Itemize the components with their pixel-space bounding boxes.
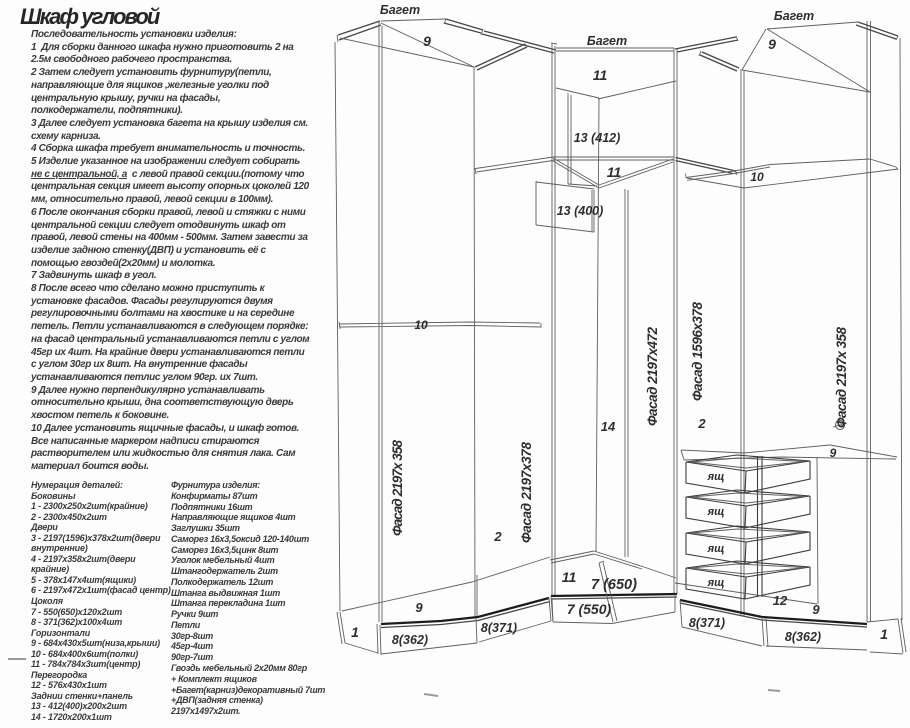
- svg-text:Багет: Багет: [380, 3, 420, 17]
- svg-text:13 (400): 13 (400): [557, 204, 604, 218]
- svg-text:Фасад 1596х378: Фасад 1596х378: [690, 302, 705, 401]
- svg-text:1: 1: [880, 626, 888, 642]
- svg-text:ящ: ящ: [707, 506, 725, 518]
- svg-text:Багет: Багет: [774, 9, 814, 23]
- svg-text:9: 9: [423, 33, 431, 49]
- svg-text:10: 10: [750, 170, 764, 184]
- svg-text:Фасад 2197х472: Фасад 2197х472: [645, 327, 660, 426]
- svg-text:13 (412): 13 (412): [574, 131, 621, 145]
- svg-text:2: 2: [493, 529, 502, 544]
- svg-text:10: 10: [414, 318, 428, 332]
- svg-text:8(362): 8(362): [785, 630, 821, 644]
- svg-text:11: 11: [593, 67, 608, 83]
- svg-text:Фасад 2197х 358: Фасад 2197х 358: [834, 327, 849, 428]
- svg-text:8(362): 8(362): [392, 633, 428, 647]
- svg-text:7 (650): 7 (650): [591, 577, 637, 593]
- svg-text:1: 1: [351, 624, 359, 640]
- svg-text:ящ: ящ: [707, 543, 725, 555]
- svg-text:11: 11: [607, 164, 622, 180]
- svg-text:9: 9: [830, 446, 837, 460]
- svg-text:9: 9: [415, 600, 423, 615]
- svg-text:14: 14: [601, 419, 616, 434]
- svg-text:2: 2: [697, 416, 706, 431]
- svg-text:Фасад 2197х 358: Фасад 2197х 358: [390, 440, 405, 536]
- svg-text:ящ: ящ: [707, 577, 725, 589]
- svg-text:9: 9: [768, 36, 776, 52]
- svg-text:9: 9: [812, 602, 820, 617]
- svg-text:8(371): 8(371): [689, 616, 725, 630]
- svg-text:ящ: ящ: [707, 471, 725, 483]
- svg-text:Фасад 2197х378: Фасад 2197х378: [519, 442, 534, 543]
- svg-text:11: 11: [562, 569, 577, 585]
- svg-text:7 (550): 7 (550): [567, 601, 612, 617]
- svg-text:8(371): 8(371): [481, 621, 517, 635]
- svg-text:Багет: Багет: [587, 34, 627, 48]
- svg-text:12: 12: [773, 593, 788, 608]
